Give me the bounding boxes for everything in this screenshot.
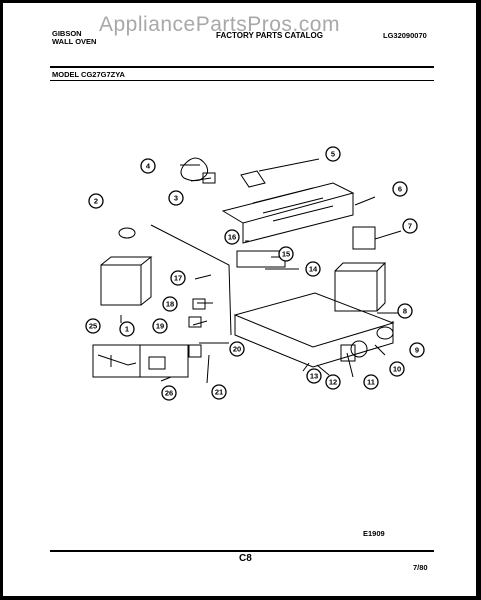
callout-circle-19 — [152, 318, 168, 334]
page-number: C8 — [239, 553, 252, 564]
callout-circle-4 — [140, 158, 156, 174]
base-plate — [233, 292, 395, 348]
callout-circle-17 — [170, 270, 186, 286]
bottom-rule — [50, 550, 434, 552]
connector — [148, 356, 166, 370]
callout-number-12: 12 — [329, 378, 337, 387]
callout-number-2: 2 — [94, 197, 98, 206]
callout-circle-3 — [168, 190, 184, 206]
callout-circle-8 — [397, 303, 413, 319]
catalog-title: FACTORY PARTS CATALOG — [216, 31, 323, 40]
model-rule — [50, 80, 434, 81]
gear — [350, 340, 368, 358]
callout-number-13: 13 — [310, 372, 318, 381]
product-name: WALL OVEN — [52, 37, 97, 46]
bracket-part — [188, 344, 202, 358]
callout-number-1: 1 — [125, 325, 129, 334]
callout-number-20: 20 — [233, 345, 241, 354]
clip-part — [188, 316, 202, 328]
callout-number-10: 10 — [393, 365, 401, 374]
callout-circle-15 — [278, 246, 294, 262]
callout-number-25: 25 — [89, 322, 97, 331]
callout-circle-1 — [119, 321, 135, 337]
callout-number-7: 7 — [408, 222, 412, 231]
callout-number-18: 18 — [166, 300, 174, 309]
callout-number-19: 19 — [156, 322, 164, 331]
model-label: MODEL CG27G7ZYA — [52, 70, 125, 79]
callout-circle-2 — [88, 193, 104, 209]
motor-top — [100, 256, 153, 306]
callout-circle-12 — [325, 374, 341, 390]
callout-circle-13 — [306, 368, 322, 384]
callout-circle-6 — [392, 181, 408, 197]
watermark: AppliancePartsPros.com — [99, 13, 340, 36]
bracket-side — [242, 193, 354, 244]
callout-number-11: 11 — [367, 378, 375, 387]
callout-circle-11 — [363, 374, 379, 390]
callout-circle-9 — [409, 342, 425, 358]
callout-circle-14 — [305, 261, 321, 277]
callout-number-8: 8 — [403, 307, 407, 316]
callout-number-21: 21 — [215, 388, 223, 397]
transformer-top — [334, 262, 387, 312]
cover-plate — [118, 227, 136, 239]
callout-circle-7 — [402, 218, 418, 234]
bracket-rails — [252, 187, 334, 222]
callout-circle-18 — [162, 296, 178, 312]
callout-number-3: 3 — [174, 194, 178, 203]
harness — [97, 354, 137, 366]
callout-number-6: 6 — [398, 185, 402, 194]
top-rule — [50, 66, 434, 68]
light-bulb — [180, 157, 209, 182]
callout-circle-20 — [229, 341, 245, 357]
brand-name: GIBSON — [52, 29, 82, 38]
callout-number-4: 4 — [146, 162, 151, 171]
motor-coupling — [376, 326, 394, 340]
callout-number-17: 17 — [174, 274, 182, 283]
callout-number-9: 9 — [415, 346, 419, 355]
switch-part — [192, 298, 206, 310]
lamp-socket — [202, 172, 216, 184]
callout-circle-26 — [161, 385, 177, 401]
figure-code: E1909 — [363, 529, 385, 538]
callout-circle-10 — [389, 361, 405, 377]
gear-mount — [340, 344, 356, 362]
capacitor — [236, 250, 286, 268]
callout-circle-25 — [85, 318, 101, 334]
motor-housing — [100, 264, 142, 306]
callout-circle-21 — [211, 384, 227, 400]
callout-number-26: 26 — [165, 389, 173, 398]
callout-number-16: 16 — [228, 233, 236, 242]
leader-line — [150, 224, 232, 336]
switch-block — [352, 226, 376, 250]
relay-bracket — [240, 170, 266, 188]
callout-number-5: 5 — [331, 150, 335, 159]
catalog-number: LG32090070 — [383, 31, 427, 40]
callout-number-14: 14 — [309, 265, 318, 274]
callout-number-15: 15 — [282, 250, 290, 259]
transformer — [334, 270, 378, 312]
base-plate-side — [234, 315, 394, 368]
catalog-page: GIBSON WALL OVEN FACTORY PARTS CATALOG L… — [3, 3, 476, 596]
revision-date: 7/80 — [413, 563, 428, 572]
callout-circle-5 — [325, 146, 341, 162]
callout-circle-16 — [224, 229, 240, 245]
